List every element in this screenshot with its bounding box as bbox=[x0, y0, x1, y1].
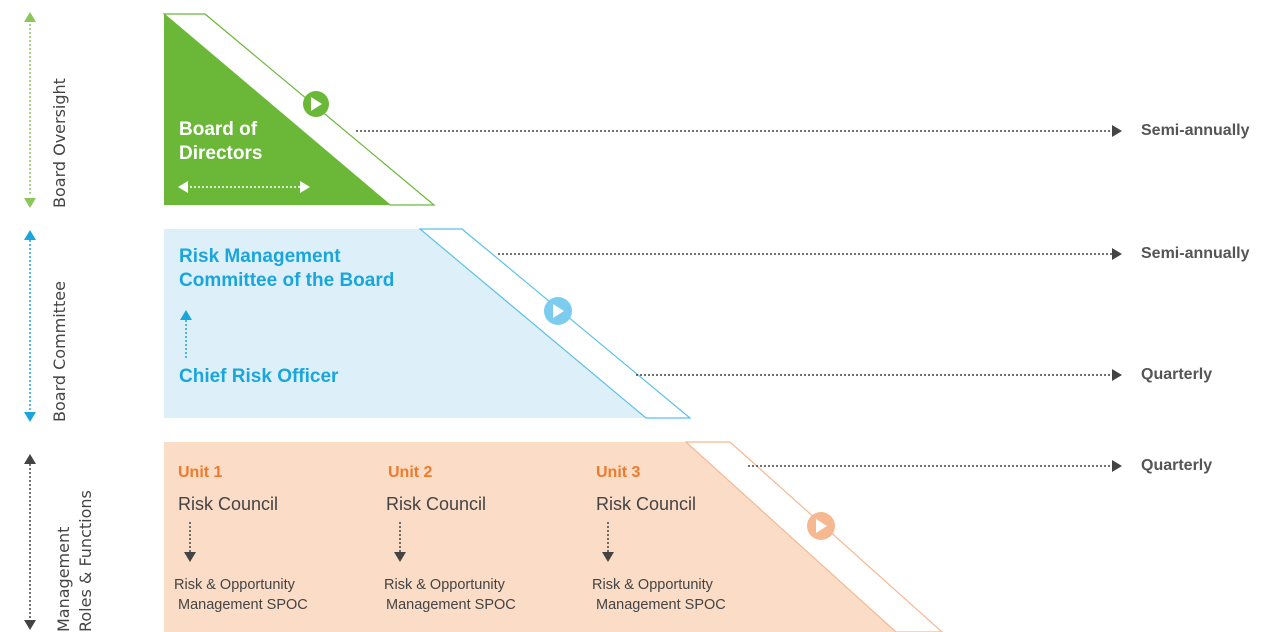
management-axis bbox=[24, 454, 36, 630]
board-committee-label: Board Committee bbox=[50, 281, 69, 422]
management-label-line2: Roles & Functions bbox=[76, 490, 95, 632]
frequency-arrowheads bbox=[1112, 125, 1122, 472]
cro-up-arrow bbox=[180, 310, 192, 358]
management-tier bbox=[164, 441, 943, 632]
unit2-name: Unit 2 bbox=[388, 464, 433, 481]
unit1-council: Risk Council bbox=[178, 494, 279, 514]
board-committee-axis bbox=[24, 230, 36, 422]
unit2-down-arrow bbox=[394, 522, 406, 562]
board-width-arrow bbox=[178, 181, 310, 193]
unit2-council: Risk Council bbox=[386, 494, 487, 514]
committee-tier bbox=[164, 228, 692, 419]
board-title-line1: Board of bbox=[179, 119, 258, 140]
unit2-spoc-line1: Risk & Opportunity bbox=[384, 577, 505, 593]
frequency-management: Quarterly bbox=[1141, 457, 1213, 474]
unit3-down-arrow bbox=[602, 522, 614, 562]
unit3-council: Risk Council bbox=[596, 494, 697, 514]
unit2-spoc-line2: Management SPOC bbox=[386, 597, 516, 613]
board-oversight-axis bbox=[24, 12, 36, 208]
board-title-line2: Directors bbox=[179, 143, 263, 164]
chief-risk-officer: Chief Risk Officer bbox=[179, 366, 339, 387]
frequency-board: Semi-annually bbox=[1141, 122, 1250, 139]
unit1-spoc-line1: Risk & Opportunity bbox=[174, 577, 295, 593]
board-tier bbox=[162, 13, 436, 206]
frequency-cro: Quarterly bbox=[1141, 366, 1213, 383]
unit1-spoc-line2: Management SPOC bbox=[178, 597, 308, 613]
frequency-connectors bbox=[356, 130, 1112, 467]
board-oversight-label: Board Oversight bbox=[50, 78, 69, 208]
committee-title-line2: Committee of the Board bbox=[179, 270, 395, 291]
unit3-name: Unit 3 bbox=[596, 464, 641, 481]
committee-title-line1: Risk Management bbox=[179, 246, 341, 267]
management-label-line1: Management bbox=[54, 526, 73, 632]
unit1-name: Unit 1 bbox=[178, 464, 223, 481]
unit3-spoc-line2: Management SPOC bbox=[596, 597, 726, 613]
frequency-committee: Semi-annually bbox=[1141, 245, 1250, 262]
unit1-down-arrow bbox=[184, 522, 196, 562]
unit3-spoc-line1: Risk & Opportunity bbox=[592, 577, 713, 593]
